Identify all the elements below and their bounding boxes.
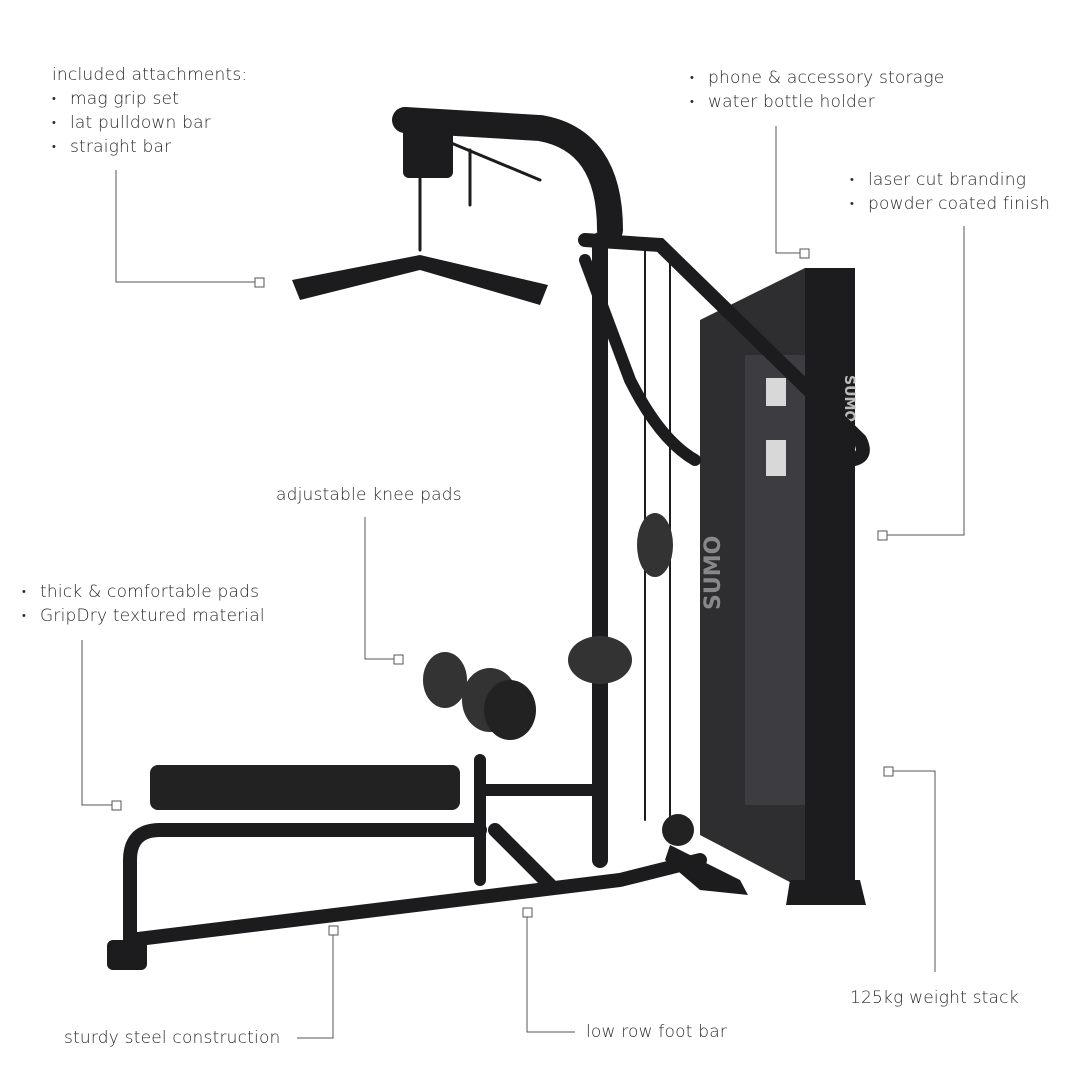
leader-branding [887,226,965,536]
callout-branding: laser cut branding powder coated finish [850,168,1050,216]
callout-item: powder coated finish [850,192,1050,216]
leader-weight-stack [893,770,936,972]
callout-item: straight bar [52,135,247,159]
callout-heading: included attachments: [52,65,248,85]
marker-construction [328,925,339,936]
leader-knee-pads [364,517,394,660]
callout-item: GripDry textured material [22,604,265,628]
callout-item: phone & accessory storage [690,66,944,90]
base-plate [665,845,748,895]
marker-weight-stack [883,766,894,777]
callout-storage: phone & accessory storage water bottle h… [690,66,944,114]
leader-foot-bar [526,917,575,1033]
seat-pad [150,765,460,810]
marker-knee-pads [393,654,404,665]
sumo-logo-tower: SUMO [841,375,857,422]
knee-pads [423,636,632,740]
callout-item: mag grip set [52,87,247,111]
callout-item: lat pulldown bar [52,111,247,135]
callout-item: thick & comfortable pads [22,580,265,604]
callout-weight-stack: 125kg weight stack [850,988,1019,1008]
leader-construction [297,935,334,1039]
callout-foot-bar: low row foot bar [586,1022,728,1042]
leader-storage [775,126,800,254]
lat-pulldown-bar [292,255,548,305]
sumo-logo-shroud: SUMO [701,536,726,610]
callout-pads: thick & comfortable pads GripDry texture… [22,580,265,628]
foot [107,940,147,970]
cable-pulley [637,513,673,577]
marker-foot-bar [522,907,533,918]
callout-knee-pads: adjustable knee pads [276,485,462,505]
callout-construction: sturdy steel construction [64,1028,281,1048]
weight-stack-tower: SUMO SUMO [700,268,866,905]
marker-storage [799,248,810,259]
callout-item: water bottle holder [690,90,944,114]
leader-attachments [115,170,255,283]
low-pulley [662,814,694,846]
marker-branding [877,530,888,541]
marker-pads [111,800,122,811]
pulley-housing [403,128,453,178]
callout-attachments: included attachments: mag grip set lat p… [52,63,247,159]
callout-item: laser cut branding [850,168,1050,192]
marker-attachments [254,277,265,288]
leader-pads [81,640,112,806]
